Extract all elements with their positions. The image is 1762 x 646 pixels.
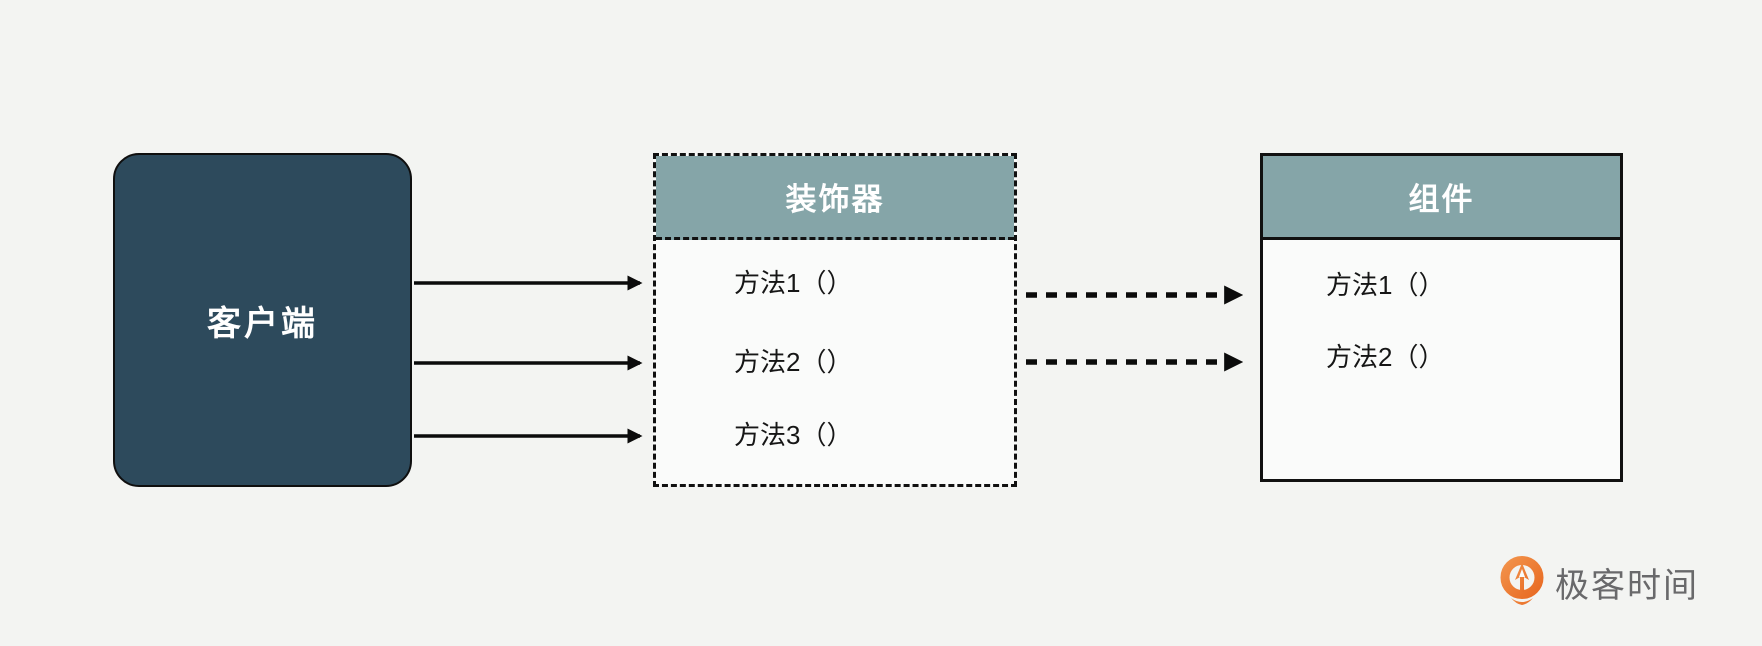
component-header: 组件 xyxy=(1263,156,1620,240)
component-method-1: 方法1（） xyxy=(1326,270,1445,300)
decorator-method-2: 方法2（） xyxy=(734,347,853,377)
client-to-decorator-arrows xyxy=(414,275,643,444)
component-title: 组件 xyxy=(1408,182,1475,217)
decorator-method-1: 方法1（） xyxy=(734,268,853,298)
component-method-2: 方法2（） xyxy=(1326,342,1445,372)
component-node: 组件 方法1（） 方法2（） xyxy=(1260,153,1623,482)
client-node: 客户端 xyxy=(113,153,412,487)
decorator-node: 装饰器 方法1（） 方法2（） 方法3（） xyxy=(653,153,1017,487)
geektime-logo: 极客时间 xyxy=(1498,556,1699,608)
client-label: 客户端 xyxy=(207,304,318,343)
decorator-method-3: 方法3（） xyxy=(734,420,853,450)
geektime-logo-text: 极客时间 xyxy=(1555,566,1699,605)
geektime-logo-icon xyxy=(1500,556,1544,605)
decorator-title: 装饰器 xyxy=(785,182,885,217)
decorator-header: 装饰器 xyxy=(656,156,1014,240)
